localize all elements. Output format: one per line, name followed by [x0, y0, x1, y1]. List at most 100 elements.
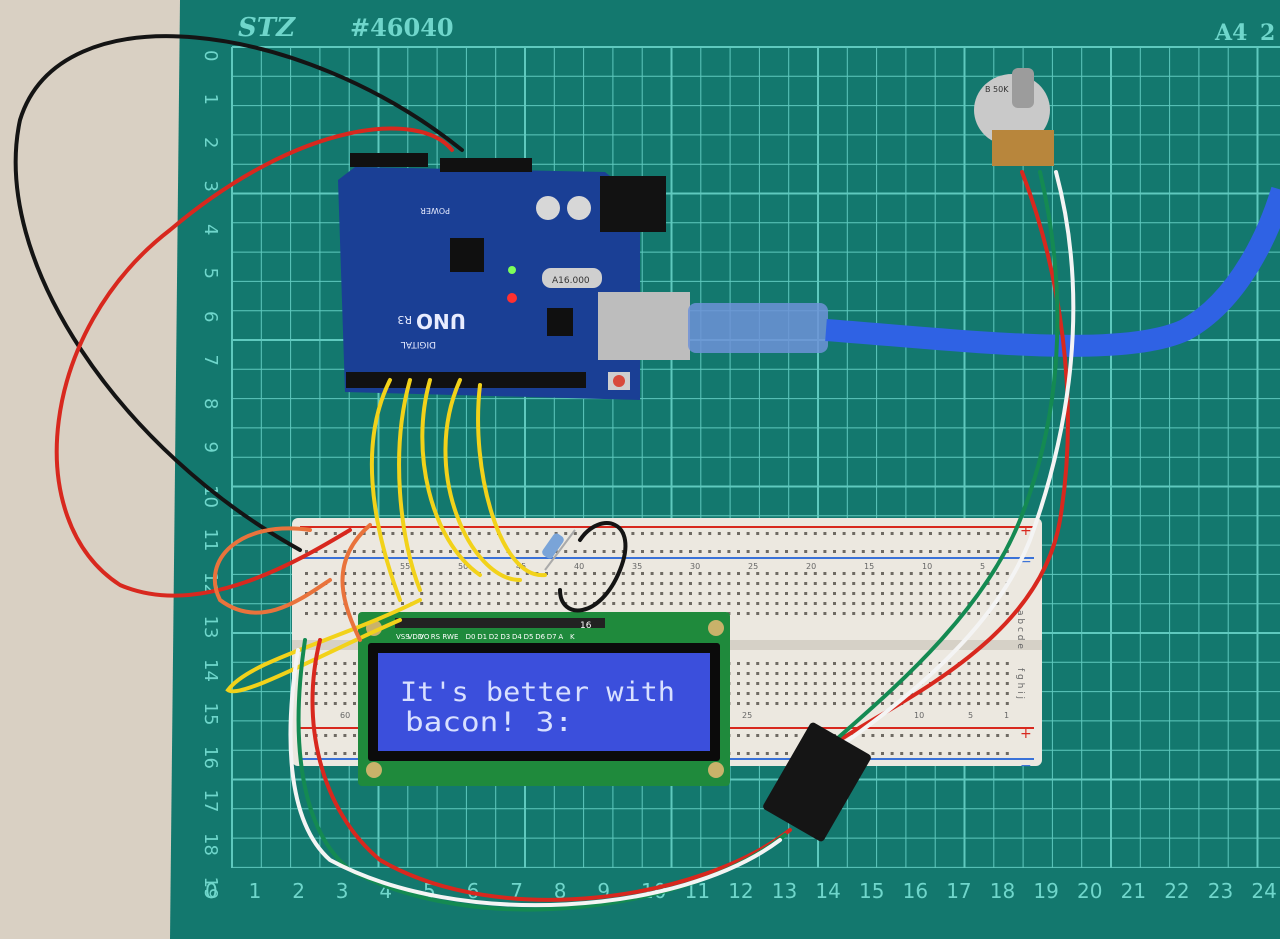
breadboard-hole: [439, 550, 443, 553]
breadboard-hole: [449, 582, 452, 585]
breadboard-hole: [775, 592, 779, 595]
breadboard-hole: [813, 662, 817, 665]
breadboard-hole: [938, 672, 942, 675]
breadboard-hole: [717, 582, 721, 585]
breadboard-hole: [996, 672, 1000, 675]
breadboard-hole: [506, 532, 510, 535]
breadboard-col-number: 25: [742, 711, 752, 720]
breadboard-hole: [650, 602, 654, 605]
breadboard-hole: [986, 572, 990, 575]
breadboard-hole: [487, 602, 491, 605]
breadboard-hole: [909, 582, 913, 585]
breadboard-hole: [381, 582, 385, 585]
breadboard-hole: [573, 550, 577, 553]
breadboard-col-number: 1: [1004, 711, 1009, 720]
pot-label: B 50K: [985, 85, 1009, 94]
breadboard-hole: [746, 572, 750, 575]
breadboard-hole: [420, 602, 424, 605]
breadboard-hole: [689, 532, 692, 535]
breadboard-hole: [756, 572, 760, 575]
breadboard-hole: [583, 572, 587, 575]
breadboard-hole: [593, 532, 596, 535]
breadboard-hole: [871, 692, 875, 695]
lcd-mount-hole-tr: [708, 620, 724, 636]
breadboard-hole: [756, 612, 760, 615]
breadboard-hole: [333, 572, 337, 575]
breadboard-hole: [929, 532, 932, 535]
breadboard-hole: [679, 592, 683, 595]
breadboard-hole: [1005, 672, 1009, 675]
yellow-wire-6: [225, 598, 422, 694]
breadboard-col-number: 30: [690, 562, 700, 571]
breadboard-hole: [353, 734, 356, 737]
resistor: [542, 529, 576, 571]
left-ruler-number: 16: [200, 746, 221, 769]
breadboard-hole: [909, 702, 913, 705]
left-ruler-number: 10: [200, 485, 221, 508]
breadboard-hole: [775, 572, 779, 575]
breadboard-hole: [996, 582, 1000, 585]
breadboard-hole: [900, 672, 904, 675]
breadboard-hole: [890, 572, 894, 575]
breadboard-hole: [929, 592, 932, 595]
breadboard-hole: [823, 612, 827, 615]
breadboard-hole: [804, 682, 808, 685]
bottom-ruler-number: 21: [1121, 879, 1146, 903]
breadboard-hole: [439, 582, 443, 585]
breadboard-hole: [986, 734, 990, 737]
breadboard-hole: [689, 592, 692, 595]
breadboard-hole: [458, 532, 462, 535]
breadboard-hole: [861, 612, 865, 615]
breadboard-hole: [881, 550, 884, 553]
bottom-ruler-number: 22: [1164, 879, 1189, 903]
breadboard-hole: [881, 612, 884, 615]
bottom-ruler-number: 16: [903, 879, 928, 903]
breadboard-hole: [986, 550, 990, 553]
left-ruler-number: 13: [200, 616, 221, 639]
breadboard-hole: [977, 734, 980, 737]
mat-size-fragment: 2: [1260, 20, 1275, 46]
left-ruler-number: 4: [200, 224, 221, 235]
breadboard-hole: [439, 532, 443, 535]
breadboard-hole: [1005, 532, 1009, 535]
breadboard-hole: [977, 582, 980, 585]
breadboard-hole: [813, 672, 817, 675]
breadboard-hole: [996, 532, 1000, 535]
breadboard-hole: [957, 672, 961, 675]
lcd-pin-label: D4: [512, 633, 522, 641]
breadboard-hole: [468, 592, 472, 595]
breadboard-hole: [813, 702, 817, 705]
breadboard-hole: [641, 592, 644, 595]
breadboard-hole: [957, 734, 961, 737]
breadboard-hole: [823, 582, 827, 585]
breadboard-hole: [679, 572, 683, 575]
breadboard-hole: [305, 572, 308, 575]
breadboard-col-number: 5: [980, 562, 985, 571]
breadboard-hole: [305, 702, 308, 705]
breadboard-hole: [765, 592, 769, 595]
breadboard-hole: [429, 582, 433, 585]
breadboard-hole: [804, 582, 808, 585]
breadboard-hole: [977, 752, 980, 755]
breadboard-hole: [458, 592, 462, 595]
breadboard-hole: [900, 752, 904, 755]
breadboard-hole: [977, 612, 980, 615]
wire-connector: [763, 722, 871, 842]
breadboard-hole: [977, 602, 980, 605]
breadboard-hole: [833, 692, 836, 695]
breadboard-hole: [842, 692, 846, 695]
breadboard-hole: [535, 592, 539, 595]
breadboard-hole: [986, 582, 990, 585]
left-ruler-number: 18: [200, 833, 221, 856]
breadboard-hole: [746, 662, 750, 665]
breadboard-hole: [804, 572, 808, 575]
breadboard-hole: [852, 550, 856, 553]
breadboard-col-number: 40: [574, 562, 584, 571]
breadboard-hole: [420, 582, 424, 585]
breadboard-hole: [487, 582, 491, 585]
breadboard-hole: [746, 612, 750, 615]
breadboard-hole: [765, 672, 769, 675]
breadboard-hole: [938, 752, 942, 755]
breadboard-hole: [545, 582, 548, 585]
breadboard-hole: [737, 592, 740, 595]
